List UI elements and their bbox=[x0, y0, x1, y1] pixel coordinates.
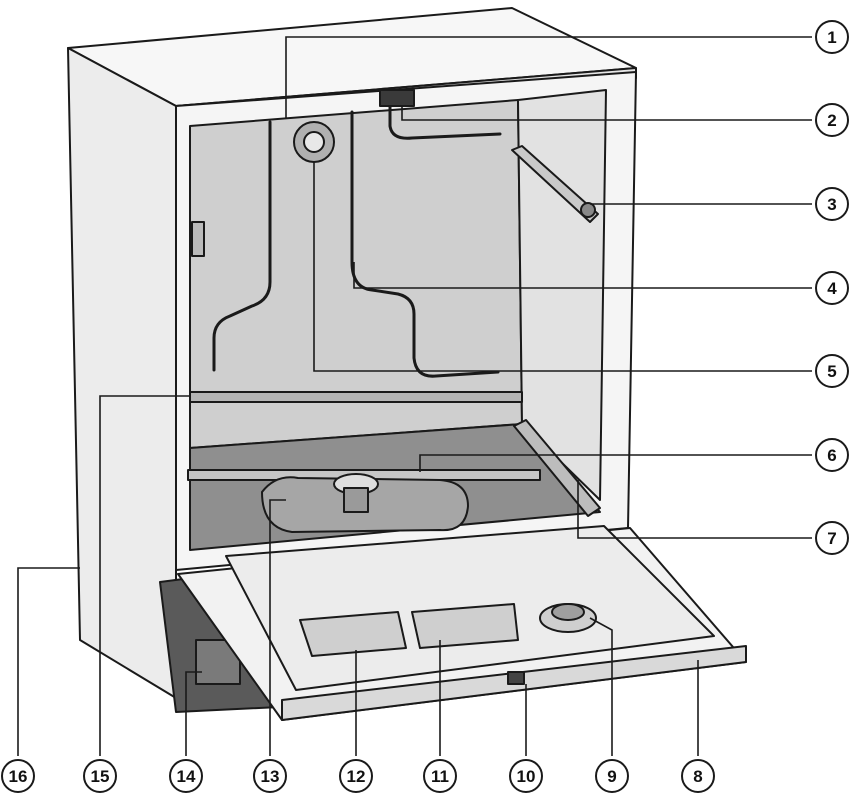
callout-circle-7 bbox=[815, 521, 849, 555]
callout-label-5: 5 bbox=[827, 362, 836, 381]
callout-10: 10 bbox=[509, 759, 543, 793]
callout-circle-1 bbox=[815, 20, 849, 54]
callout-label-11: 11 bbox=[431, 767, 449, 786]
leader-line-9 bbox=[589, 617, 613, 756]
dispenser-12 bbox=[299, 611, 407, 657]
dishwasher-illustration bbox=[67, 7, 747, 721]
callout-15: 15 bbox=[83, 759, 117, 793]
callout-label-9: 9 bbox=[607, 767, 616, 786]
callout-label-12: 12 bbox=[347, 767, 366, 786]
top-sensor bbox=[379, 89, 415, 107]
back-wall-pipe-right bbox=[350, 110, 500, 378]
callout-label-10: 10 bbox=[517, 767, 536, 786]
side-hook bbox=[191, 221, 205, 257]
dispenser-11 bbox=[411, 603, 519, 649]
leader-line-14 bbox=[185, 671, 202, 756]
reservoir-9-cap bbox=[551, 603, 585, 621]
callout-1: 1 bbox=[815, 20, 849, 54]
leader-line-16 bbox=[17, 567, 80, 756]
door-rail-knob bbox=[580, 202, 596, 218]
callout-6: 6 bbox=[815, 438, 849, 472]
leader-lines bbox=[17, 36, 812, 756]
callout-circle-12 bbox=[339, 759, 373, 793]
leader-line-5 bbox=[313, 162, 812, 372]
callout-label-13: 13 bbox=[261, 767, 280, 786]
callout-circle-6 bbox=[815, 438, 849, 472]
callout-label-4: 4 bbox=[827, 279, 837, 298]
leader-line-1 bbox=[285, 36, 812, 118]
leader-line-2 bbox=[401, 106, 812, 121]
back-wall-pipe-top bbox=[388, 102, 502, 140]
back-wall-nozzle-inner bbox=[303, 131, 325, 153]
callout-9: 9 bbox=[595, 759, 629, 793]
callout-8: 8 bbox=[681, 759, 715, 793]
callout-circle-8 bbox=[681, 759, 715, 793]
callout-2: 2 bbox=[815, 103, 849, 137]
callout-label-16: 16 bbox=[9, 767, 28, 786]
callout-5: 5 bbox=[815, 354, 849, 388]
leader-line-15 bbox=[99, 395, 190, 756]
callout-4: 4 bbox=[815, 271, 849, 305]
door-rail bbox=[511, 145, 599, 223]
callout-circle-10 bbox=[509, 759, 543, 793]
leader-line-13 bbox=[269, 499, 286, 756]
callout-16: 16 bbox=[1, 759, 35, 793]
callout-label-2: 2 bbox=[827, 111, 836, 130]
callout-circle-5 bbox=[815, 354, 849, 388]
spray-arm-stem bbox=[343, 487, 369, 513]
leader-line-6 bbox=[419, 454, 812, 472]
callout-label-8: 8 bbox=[693, 767, 702, 786]
callout-12: 12 bbox=[339, 759, 373, 793]
callout-circle-15 bbox=[83, 759, 117, 793]
callout-13: 13 bbox=[253, 759, 287, 793]
callout-label-3: 3 bbox=[827, 195, 836, 214]
callout-7: 7 bbox=[815, 521, 849, 555]
callout-circle-2 bbox=[815, 103, 849, 137]
callout-3: 3 bbox=[815, 187, 849, 221]
back-wall-pipe-left bbox=[212, 120, 272, 372]
callout-label-1: 1 bbox=[827, 28, 836, 47]
door-lock bbox=[507, 671, 525, 685]
callout-label-7: 7 bbox=[827, 529, 836, 548]
callout-circle-14 bbox=[169, 759, 203, 793]
callout-circle-11 bbox=[423, 759, 457, 793]
callout-14: 14 bbox=[169, 759, 203, 793]
callout-circle-4 bbox=[815, 271, 849, 305]
cabinet-side-wall bbox=[67, 47, 177, 699]
callout-circle-9 bbox=[595, 759, 629, 793]
callout-circle-3 bbox=[815, 187, 849, 221]
callout-11: 11 bbox=[423, 759, 457, 793]
callout-label-14: 14 bbox=[177, 767, 196, 786]
callout-label-6: 6 bbox=[827, 446, 836, 465]
callout-circle-13 bbox=[253, 759, 287, 793]
tub-right-wall bbox=[517, 89, 607, 501]
leader-line-7 bbox=[577, 480, 812, 539]
leader-line-4 bbox=[353, 262, 812, 289]
callout-circle-16 bbox=[1, 759, 35, 793]
back-wall-ridge bbox=[189, 391, 523, 403]
callout-label-15: 15 bbox=[91, 767, 110, 786]
